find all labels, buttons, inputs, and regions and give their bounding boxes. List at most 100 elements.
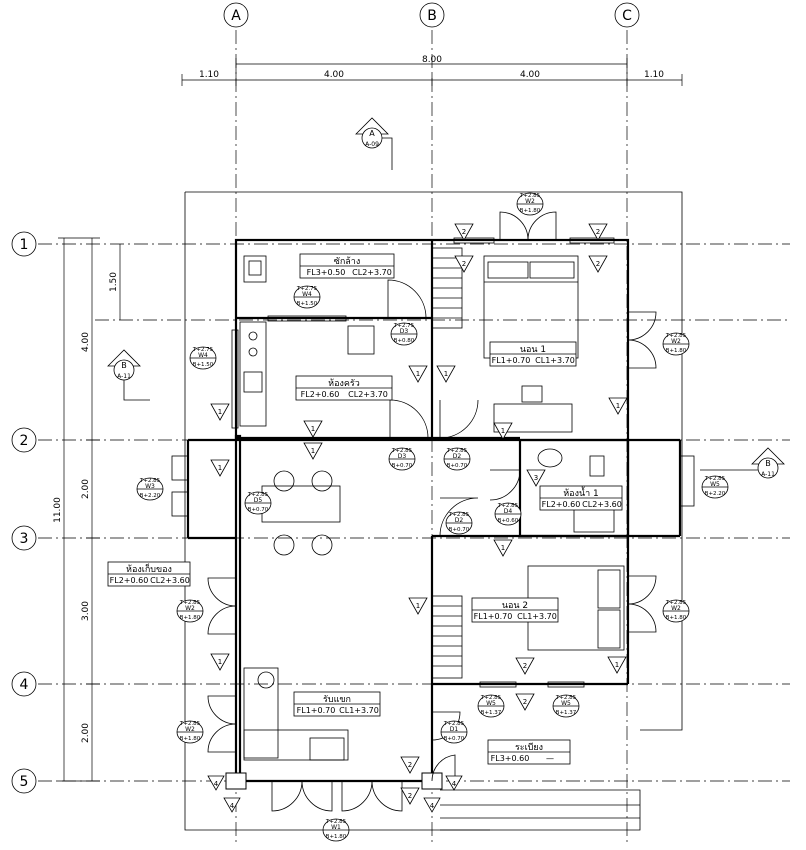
svg-text:D2: D2 [455,517,464,524]
svg-text:T+2.85: T+2.85 [325,819,347,825]
svg-text:D5: D5 [254,497,263,504]
grid-row-4: 4 [20,677,29,693]
room-label-bedroom-1: นอน 1 FL1+0.70 CL1+3.70 [489,341,577,367]
stairs [431,247,463,679]
room-ceiling-laundry: CL2+3.70 [352,268,392,277]
elevation-mark: 4 [423,797,441,813]
svg-text:4: 4 [214,780,219,788]
svg-text:2: 2 [596,228,600,236]
room-labels: ซักล้าง FL3+0.50 CL2+3.70 ห้องครัว FL2+0… [107,253,623,765]
room-level-kitchen: FL2+0.60 [301,390,340,399]
dim-left-seg-3: 2.00 [81,479,91,499]
dim-left-seg-5: 2.00 [81,723,91,743]
svg-text:W4: W4 [302,291,312,298]
section-marker-right: B A-11 [700,447,785,479]
svg-text:T+2.85: T+2.85 [139,478,161,484]
svg-text:T+2.85: T+2.85 [179,721,201,727]
svg-text:A: A [369,129,375,138]
elevation-mark: 1 [408,597,428,615]
elevation-mark: 1 [607,656,627,674]
svg-text:W5: W5 [486,700,496,707]
svg-text:B+0.80: B+0.80 [394,338,415,344]
svg-text:B+1.37: B+1.37 [481,710,502,716]
room-label-storage: ห้องเก็บของ FL2+0.60 CL2+3.60 [107,561,191,587]
dim-top-seg-4: 1.10 [644,70,664,80]
elevation-mark: 4 [223,797,241,813]
room-name-living: รับแขก [323,695,351,705]
elevation-mark: 4 [445,775,463,791]
svg-text:2: 2 [408,761,412,769]
svg-text:2: 2 [462,228,466,236]
svg-text:T+2.85: T+2.85 [480,695,502,701]
elevation-mark: 2 [588,255,608,273]
svg-text:3: 3 [534,474,538,482]
svg-text:1: 1 [501,427,505,435]
svg-text:A-11: A-11 [117,373,131,380]
svg-text:W5: W5 [710,481,720,488]
windows [171,237,695,688]
elevation-mark: 1 [303,442,323,460]
dim-top-seg-3: 4.00 [520,70,540,80]
room-name-bathroom-1: ห้องน้ำ 1 [563,486,599,499]
room-label-laundry: ซักล้าง FL3+0.50 CL2+3.70 [299,253,395,279]
svg-text:1: 1 [501,544,505,552]
room-ceiling-bedroom-1: CL1+3.70 [535,356,575,365]
room-name-storage: ห้องเก็บของ [126,562,172,575]
svg-text:4: 4 [230,802,235,810]
svg-text:T+2.85: T+2.85 [179,600,201,606]
svg-text:2: 2 [408,792,412,800]
elevation-mark: 1 [210,653,230,671]
grid-col-a: A [231,8,241,24]
svg-text:B+0.70: B+0.70 [444,736,465,742]
svg-text:A-09: A-09 [365,141,379,148]
svg-text:T+2.75: T+2.75 [192,347,214,353]
section-markers: A A-09 B A-11 B A-11 [107,117,785,479]
svg-text:2: 2 [523,662,527,670]
room-level-storage: FL2+0.60 [110,576,149,585]
dim-top-total: 8.00 [422,55,442,65]
room-level-bedroom-2: FL1+0.70 [474,612,513,621]
svg-text:T+2.85: T+2.85 [497,503,519,509]
svg-text:2: 2 [523,698,527,706]
room-level-laundry: FL3+0.50 [307,268,346,277]
elevation-mark: 2 [515,693,535,711]
svg-text:B+0.70: B+0.70 [447,463,468,469]
room-ceiling-kitchen: CL2+3.70 [348,390,388,399]
svg-text:B+0.70: B+0.70 [449,527,470,533]
elevation-mark: 3 [526,469,546,487]
elevation-mark: 4 [207,775,225,791]
svg-text:1: 1 [615,661,619,669]
svg-text:B: B [765,459,771,468]
svg-text:T+2.85: T+2.85 [665,333,687,339]
room-ceiling-storage: CL2+3.60 [150,576,190,585]
svg-text:W2: W2 [671,605,681,612]
svg-text:W5: W5 [561,700,571,707]
svg-text:T+2.85: T+2.85 [247,492,269,498]
elevation-mark: 1 [303,420,323,438]
svg-text:T+2.85: T+2.85 [519,193,541,199]
room-ceiling-bathroom-1: CL2+3.60 [582,500,622,509]
svg-text:1: 1 [311,447,315,455]
elevation-mark: 1 [436,365,456,383]
room-label-bathroom-1: ห้องน้ำ 1 FL2+0.60 CL2+3.60 [539,485,623,511]
svg-text:T+2.85: T+2.85 [443,721,465,727]
svg-text:1: 1 [444,370,448,378]
svg-text:W2: W2 [185,605,195,612]
svg-text:B+1.80: B+1.80 [180,736,201,742]
svg-text:W2: W2 [185,726,195,733]
elevation-mark: 1 [608,397,628,415]
left-dimensions: 11.00 1.50 4.00 2.00 3.00 2.00 [53,237,121,782]
svg-text:1: 1 [218,408,222,416]
svg-text:1: 1 [416,602,420,610]
elevation-mark: 1 [493,422,513,440]
svg-text:B+1.80: B+1.80 [326,834,347,840]
room-ceiling-balcony: — [546,754,554,763]
grid-col-b: B [427,8,437,24]
